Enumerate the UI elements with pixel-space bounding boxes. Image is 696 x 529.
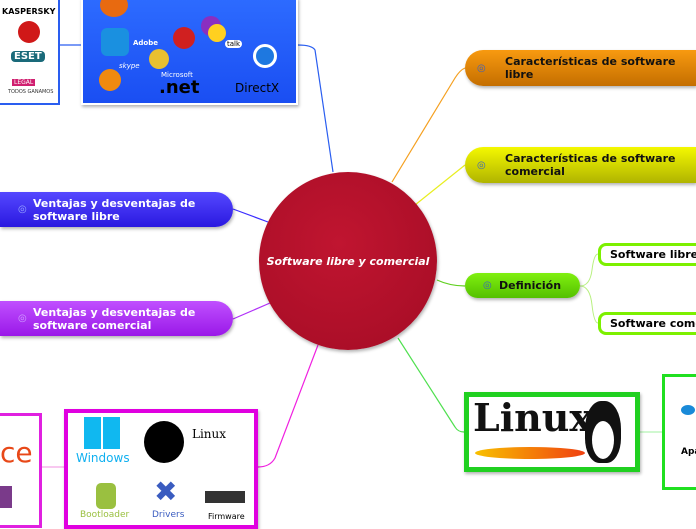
spiral-icon: ◎ bbox=[483, 280, 492, 291]
sub-software-comercial[interactable]: Software comercial bbox=[598, 312, 696, 335]
central-topic[interactable]: Software libre y comercial bbox=[259, 172, 437, 350]
node-ventajas-libre[interactable]: ◎ Ventajas y desventajas de software lib… bbox=[0, 192, 233, 227]
spiral-icon: ◎ bbox=[477, 159, 486, 171]
android-icon bbox=[96, 483, 116, 509]
apple-icon bbox=[144, 421, 184, 463]
node-definicion[interactable]: ◎ Definición bbox=[465, 273, 580, 298]
server-software-image: Apa bbox=[662, 374, 696, 490]
spiral-icon: ◎ bbox=[477, 62, 486, 74]
spiral-icon: ◎ bbox=[18, 313, 27, 324]
linux-image: Linux bbox=[464, 392, 640, 472]
antivirus-image: KASPERSKY ESET LEGAL TODOS GANAMOS bbox=[0, 0, 60, 105]
os-logos-image: Windows Linux Bootloader ✖ Drivers Firmw… bbox=[64, 409, 258, 529]
node-caracteristicas-comercial[interactable]: ◎ Características de software comercial bbox=[465, 147, 696, 183]
node-ventajas-comercial[interactable]: ◎ Ventajas y desventajas de software com… bbox=[0, 301, 233, 336]
office-image: ce bbox=[0, 413, 42, 528]
spiral-icon: ◎ bbox=[18, 204, 27, 215]
defender-icon bbox=[18, 21, 40, 43]
sub-software-libre[interactable]: Software libre bbox=[598, 243, 696, 266]
windows-icon bbox=[84, 417, 120, 449]
chip-icon bbox=[205, 491, 245, 503]
software-logos-image: Adobe skype talk Microsoft .net DirectX bbox=[81, 0, 298, 105]
node-caracteristicas-libre[interactable]: ◎ Características de software libre bbox=[465, 50, 696, 86]
tools-icon: ✖ bbox=[154, 475, 178, 508]
